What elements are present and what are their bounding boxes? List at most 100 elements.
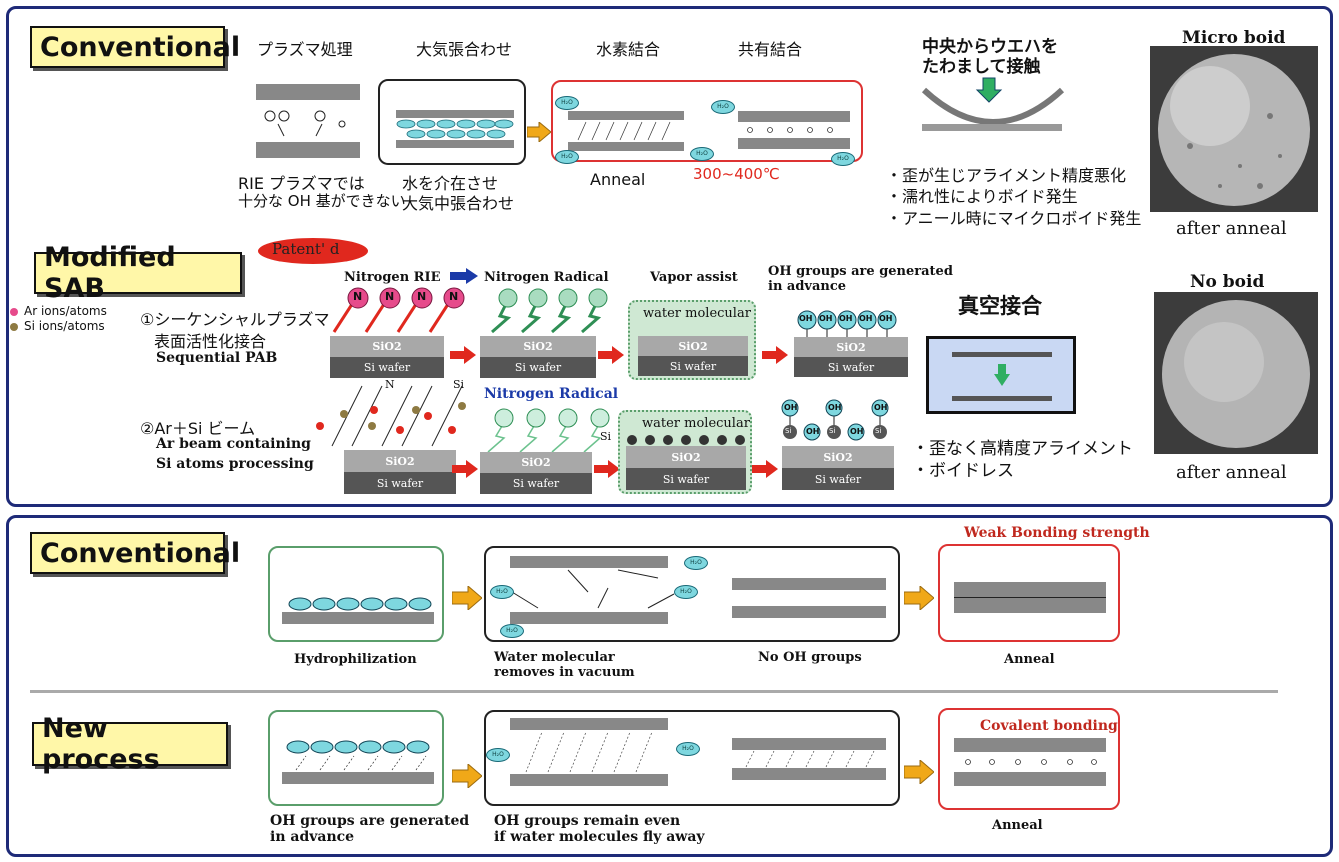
anneal-label-2: Anneal	[992, 818, 1043, 833]
bullet-1: ・歪が生じアライメント精度悪化	[886, 166, 1127, 185]
or-lower-plate	[510, 774, 668, 786]
method2-en1: Ar beam containing	[156, 436, 311, 452]
water-removes-1: Water molecular	[494, 650, 615, 665]
cov-bonds-icon	[965, 759, 1097, 765]
yellow-arrow-icon	[452, 764, 482, 788]
water-molecular-1: water molecular	[643, 306, 751, 321]
red-arrow-icon	[452, 460, 478, 478]
sio2-layer: SiO2	[782, 446, 894, 468]
h2o-molecule: H₂O	[676, 742, 700, 756]
or-bonds-icon	[525, 731, 653, 773]
vapor-assist-label: Vapor assist	[650, 270, 738, 285]
oh-gen-box	[268, 710, 444, 806]
oh-label: OH	[806, 427, 820, 436]
oh-label: OH	[874, 403, 888, 412]
h2o-molecule: H₂O	[555, 150, 579, 164]
oh-gen-1: OH groups are generated	[270, 813, 470, 829]
si-wafer-layer: Si wafer	[330, 357, 444, 378]
oh-remain-1: OH groups remain even	[494, 813, 681, 829]
new-process-tag: New process	[32, 713, 228, 775]
red-arrow-icon	[598, 346, 624, 364]
green-down-arrow-icon	[994, 364, 1010, 386]
bullet2-1: ・歪なく高精度アライメント	[912, 439, 1133, 459]
bullet-2: ・濡れ性によりボイド発生	[886, 187, 1078, 206]
red-arrow-icon	[450, 346, 476, 364]
or2-bonds-icon	[745, 750, 875, 768]
sio2-layer: SiO2	[626, 446, 746, 468]
vr-upper-plate	[510, 556, 668, 568]
red-arrow-icon	[762, 346, 788, 364]
step-plasma: プラズマ処理	[257, 40, 353, 59]
c-bonds-icon	[747, 127, 833, 133]
sio2-layer: SiO2	[480, 452, 592, 473]
plasma-lower-plate	[256, 142, 360, 158]
atmos-upper-plate	[396, 110, 514, 118]
covalent-label: Covalent bonding	[980, 718, 1118, 734]
cov-lower-plate	[954, 772, 1106, 786]
n-atom-label: N	[385, 290, 395, 303]
step-atmos: 大気張合わせ	[416, 40, 513, 59]
water-note-2: 大気中張合わせ	[402, 194, 515, 213]
sio2-layer: SiO2	[344, 450, 456, 472]
h2o-molecule: H₂O	[684, 556, 708, 570]
oh-remain-2: if water molecules fly away	[494, 829, 705, 845]
modified-sab-tag: Modified SAB	[34, 242, 242, 304]
weak-bonding-label: Weak Bonding strength	[964, 525, 1150, 541]
oh-advance-1: OH groups are generated	[768, 264, 953, 279]
nitrogen-radical-2-label: Nitrogen Radical	[484, 386, 619, 402]
after-anneal-1: after anneal	[1176, 218, 1287, 239]
beam-si-label: Si	[453, 378, 465, 391]
si-wafer-layer: Si wafer	[480, 473, 592, 494]
oh-label: OH	[799, 314, 813, 323]
or2-lower-plate	[732, 768, 886, 780]
or2-upper-plate	[732, 738, 886, 750]
nitrogen-rie-label: Nitrogen RIE	[344, 270, 441, 285]
nitrogen-rie-icon	[332, 287, 465, 333]
oh-gen-water-icon	[286, 740, 430, 771]
h2o-molecule: H₂O	[674, 585, 698, 599]
cov-upper-plate	[954, 738, 1106, 752]
h2o-molecule: H₂O	[555, 96, 579, 110]
oh-label: OH	[828, 403, 842, 412]
no-boid-label: No boid	[1190, 272, 1265, 292]
h2o-molecule: H₂O	[500, 624, 524, 638]
beam-n-label: N	[385, 378, 395, 391]
method2-en2: Si atoms processing	[156, 456, 314, 472]
h2o-molecule: H₂O	[486, 748, 510, 762]
oh-label: OH	[784, 403, 798, 412]
micro-boid-photo	[1150, 46, 1318, 212]
yellow-arrow-icon	[452, 586, 482, 610]
h2o-molecule: H₂O	[490, 585, 514, 599]
n-atom-label: N	[417, 290, 427, 303]
nitrogen-radical-label: Nitrogen Radical	[484, 270, 609, 285]
method1-sub: 表面活性化接合	[154, 332, 267, 351]
oh-gen-plate	[282, 772, 434, 784]
conventional-tag-top: Conventional	[30, 26, 240, 68]
ar-si-beam-icon	[316, 385, 466, 447]
atmos-lower-plate	[396, 140, 514, 148]
temp-label: 300~400℃	[693, 165, 780, 183]
n-atom-label: N	[353, 290, 363, 303]
si-oh-groups-icon	[781, 399, 889, 441]
si-atom-label: Si	[785, 427, 792, 435]
h-lower-plate	[568, 142, 684, 151]
water-molecular-2: water molecular	[642, 416, 750, 431]
si-wafer-layer: Si wafer	[794, 357, 908, 377]
si-atom-label: Si	[829, 427, 836, 435]
sio2-layer: SiO2	[794, 337, 908, 357]
oh-groups-icon	[797, 310, 897, 338]
si-dot-icon	[10, 323, 18, 331]
water-note-1: 水を介在させ	[402, 174, 499, 193]
oh-label: OH	[839, 314, 853, 323]
si-atom-label: Si	[875, 427, 882, 435]
oh-label: OH	[879, 314, 893, 323]
method2-title: ②Ar＋Si ビーム	[140, 419, 256, 438]
chamber-lower-plate	[952, 396, 1052, 401]
si-wafer-layer: Si wafer	[638, 356, 748, 376]
atmos-water-icon	[396, 119, 514, 139]
bending-wafer-icon	[921, 77, 1065, 131]
weak-upper-plate	[954, 582, 1106, 597]
covalent-box	[938, 708, 1120, 810]
